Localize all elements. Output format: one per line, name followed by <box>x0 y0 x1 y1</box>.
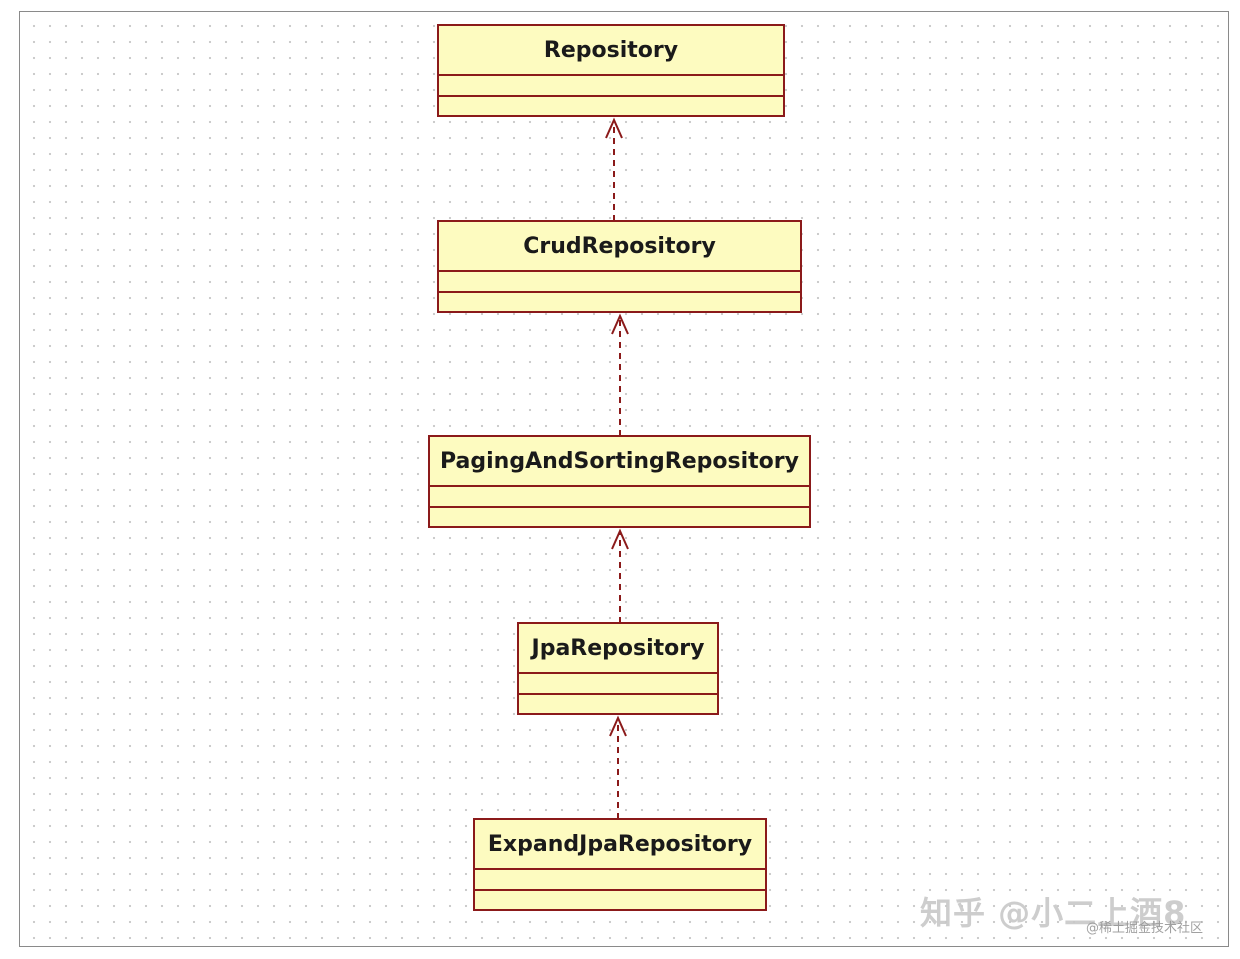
class-name: PagingAndSortingRepository <box>430 437 809 487</box>
class-name: CrudRepository <box>439 222 800 272</box>
juejin-watermark: @稀土掘金技术社区 <box>1086 921 1204 936</box>
class-box-crud-repository[interactable]: CrudRepository <box>437 220 802 313</box>
class-box-paging-and-sorting-repository[interactable]: PagingAndSortingRepository <box>428 435 811 528</box>
class-name: ExpandJpaRepository <box>475 820 765 870</box>
operations-compartment <box>430 508 809 527</box>
class-name: JpaRepository <box>519 624 717 674</box>
operations-compartment <box>439 97 783 116</box>
operations-compartment <box>519 695 717 714</box>
class-box-repository[interactable]: Repository <box>437 24 785 117</box>
attributes-compartment <box>430 487 809 508</box>
class-box-expand-jpa-repository[interactable]: ExpandJpaRepository <box>473 818 767 911</box>
zhihu-watermark: 知乎 @小二上酒8 <box>920 894 1187 932</box>
operations-compartment <box>439 293 800 312</box>
operations-compartment <box>475 891 765 910</box>
attributes-compartment <box>439 272 800 293</box>
attributes-compartment <box>475 870 765 891</box>
attributes-compartment <box>439 76 783 97</box>
class-box-jpa-repository[interactable]: JpaRepository <box>517 622 719 715</box>
attributes-compartment <box>519 674 717 695</box>
class-name: Repository <box>439 26 783 76</box>
